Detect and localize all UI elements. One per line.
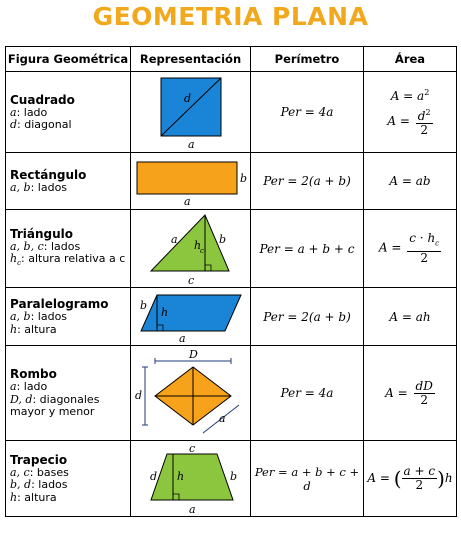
figure-cell: Trapecio a, c: bases b, d: lados h: altu…: [5, 440, 131, 517]
var-line: d: diagonal: [10, 118, 72, 131]
var-line: hc: altura relativa a c: [10, 252, 126, 268]
svg-text:c: c: [188, 274, 194, 287]
square-figure: d a: [160, 77, 221, 151]
representation-cell: b h a: [130, 287, 251, 346]
var-line: a: lado: [10, 380, 48, 394]
perimeter-cell: Per = a + b + c + d: [250, 440, 364, 517]
svg-text:h: h: [161, 306, 168, 319]
representation-cell: D d a: [130, 345, 251, 441]
var-line: a, b: lados: [10, 180, 68, 194]
figure-name: Paralelogramo: [10, 297, 109, 311]
perimeter-cell: Per = 2(a + b): [250, 152, 364, 210]
svg-text:c: c: [189, 442, 195, 455]
svg-text:c: c: [200, 247, 204, 255]
svg-text:a: a: [189, 503, 196, 516]
figure-cell: Triángulo a, b, c: lados hc: altura rela…: [5, 209, 131, 288]
representation-cell: d a: [130, 71, 251, 153]
svg-text:b: b: [240, 172, 247, 185]
svg-text:D: D: [188, 348, 198, 361]
perimeter-cell: Per = 2(a + b): [250, 287, 364, 346]
svg-text:a: a: [219, 412, 226, 425]
perimeter-cell: Per = a + b + c: [250, 209, 364, 288]
svg-text:d: d: [150, 470, 157, 483]
rectangle-figure: b a: [136, 161, 247, 208]
header-area: Área: [363, 46, 457, 72]
var-line: h: altura: [10, 490, 57, 504]
header-representation: Representación: [130, 46, 251, 72]
svg-text:h: h: [194, 239, 201, 252]
var-line: mayor y menor: [10, 405, 95, 419]
table-row: Trapecio a, c: bases b, d: lados h: altu…: [5, 440, 457, 517]
svg-text:h: h: [177, 470, 184, 483]
svg-text:a: a: [184, 195, 191, 208]
figure-cell: Rectángulo a, b: lados: [5, 152, 131, 210]
parallelogram-figure: b h a: [140, 294, 242, 345]
figure-name: Trapecio: [10, 452, 68, 467]
svg-text:a: a: [171, 233, 178, 246]
svg-text:a: a: [179, 332, 186, 345]
representation-cell: b a: [130, 152, 251, 210]
table-row: Rombo a: lado D, d: diagonales mayor y m…: [5, 345, 457, 441]
perimeter-cell: Per = 4a: [250, 71, 364, 153]
figure-cell: Paralelogramo a, b: lados h: altura: [5, 287, 131, 346]
var-line: a, b, c: lados: [10, 239, 81, 253]
geometry-table: Figura Geométrica Representación Perímet…: [5, 46, 457, 517]
table-row: Paralelogramo a, b: lados h: altura b h …: [5, 287, 457, 346]
figure-cell: Cuadrado a: lado d: diagonal: [5, 71, 131, 153]
svg-text:a: a: [188, 138, 195, 151]
table-row: Cuadrado a: lado d: diagonal d a Per = 4…: [5, 71, 457, 153]
figure-name: Cuadrado: [10, 92, 75, 107]
var-line: h: altura: [10, 322, 57, 336]
triangle-figure: a b h c c: [149, 213, 230, 287]
header-row: Figura Geométrica Representación Perímet…: [5, 46, 457, 72]
rhombus-figure: D d a: [135, 348, 239, 434]
var-line: a, b: lados: [10, 310, 68, 323]
area-cell: A = ab: [363, 152, 457, 210]
header-perimeter: Perímetro: [250, 46, 364, 72]
svg-text:d: d: [135, 389, 142, 402]
svg-text:b: b: [219, 233, 226, 246]
svg-text:b: b: [140, 299, 147, 312]
perimeter-cell: Per = 4a: [250, 345, 364, 441]
table-row: Triángulo a, b, c: lados hc: altura rela…: [5, 209, 457, 288]
var-line: D, d: diagonales: [10, 392, 100, 406]
var-line: a: lado: [10, 105, 48, 119]
figure-cell: Rombo a: lado D, d: diagonales mayor y m…: [5, 345, 131, 441]
area-cell: A = ah: [363, 287, 457, 346]
representation-cell: a b h c c: [130, 209, 251, 288]
figure-name: Rombo: [10, 367, 57, 382]
page-title: GEOMETRIA PLANA: [92, 2, 369, 31]
trapezoid-figure: c d h b a: [150, 442, 237, 516]
figure-name: Rectángulo: [10, 167, 87, 182]
var-line: b, d: lados: [10, 478, 68, 492]
var-line: a, c: bases: [10, 465, 69, 479]
representation-cell: c d h b a: [130, 440, 251, 517]
svg-text:d: d: [184, 92, 191, 105]
header-figure: Figura Geométrica: [5, 46, 131, 72]
svg-text:b: b: [230, 470, 237, 483]
table-row: Rectángulo a, b: lados b a Per = 2(a + b…: [5, 152, 457, 210]
figure-name: Triángulo: [10, 226, 74, 241]
